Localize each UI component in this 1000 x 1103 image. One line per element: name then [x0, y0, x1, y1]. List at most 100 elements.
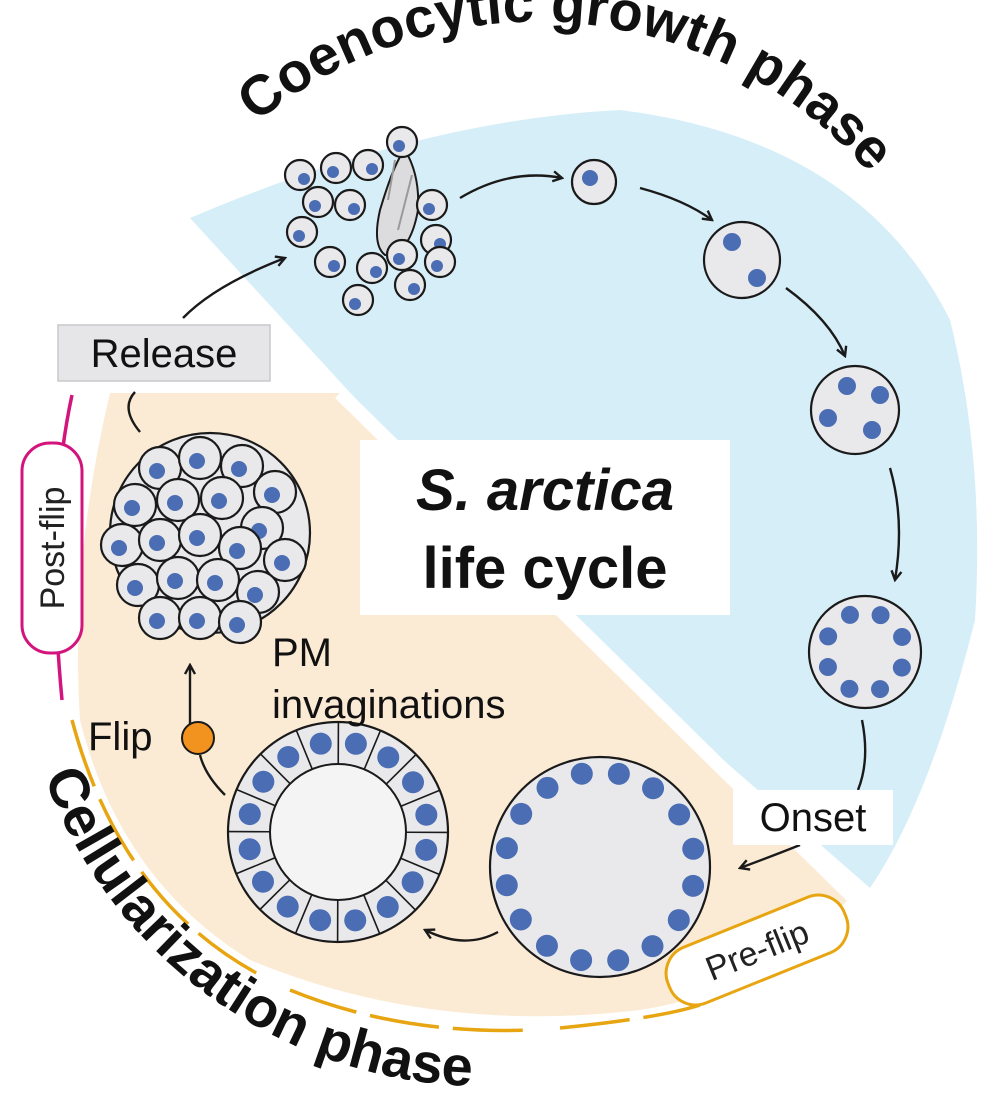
nucleus	[238, 838, 261, 861]
nucleus	[682, 837, 705, 860]
nucleus	[402, 771, 425, 794]
pm-label-line2: invaginations	[272, 683, 506, 727]
post-flip-cell	[99, 431, 312, 645]
nucleus	[892, 658, 911, 677]
pm-invagination-line	[294, 894, 313, 934]
center-title-species: S. arctica	[416, 458, 674, 523]
nucleus	[298, 173, 310, 185]
nucleus	[840, 679, 859, 698]
nucleus	[274, 555, 290, 571]
center-title-life-cycle: life cycle	[422, 536, 667, 601]
pm-invagination-line	[400, 857, 440, 876]
nucleus	[127, 580, 143, 596]
nucleus	[642, 777, 665, 800]
growth-cell-2	[702, 220, 782, 300]
nucleus	[211, 493, 227, 509]
nucleus	[189, 613, 205, 629]
growth-cell-8	[807, 594, 923, 710]
pm-invagination-line	[400, 789, 441, 807]
nucleus	[348, 203, 360, 215]
nucleus	[124, 500, 140, 516]
pm-invagination-line	[363, 730, 382, 770]
nucleus	[189, 453, 205, 469]
nucleus	[431, 260, 443, 272]
nucleus	[495, 874, 518, 897]
onset-label: Onset	[760, 796, 867, 840]
nucleus	[682, 874, 705, 897]
nucleus	[252, 770, 275, 793]
nucleus	[366, 163, 378, 175]
nucleus	[189, 530, 205, 546]
release-label: Release	[91, 332, 238, 376]
nucleus	[293, 230, 305, 242]
growth-cell-1	[570, 158, 618, 206]
pm-invagination-line	[235, 857, 276, 875]
nucleus	[570, 762, 593, 785]
flip-label: Flip	[88, 715, 152, 759]
nucleus	[840, 605, 859, 624]
nucleus	[328, 260, 340, 272]
pm-invagination-line	[236, 788, 276, 807]
released-cells-cluster	[283, 125, 457, 317]
pm-invagination-line	[295, 729, 313, 770]
nucleus	[231, 461, 247, 477]
nucleus	[309, 200, 321, 212]
pm-invagination-line	[259, 879, 291, 911]
nucleus	[149, 463, 165, 479]
nucleus	[509, 908, 532, 931]
onset-label-box	[733, 790, 893, 845]
pm-invagination-cell	[226, 720, 450, 944]
nucleus	[415, 803, 438, 826]
nucleus	[668, 803, 691, 826]
nucleus	[871, 606, 890, 625]
nucleus	[167, 495, 183, 511]
nucleus	[819, 627, 838, 646]
nucleus	[393, 140, 405, 152]
svg-text:Post-flip: Post-flip	[34, 487, 72, 610]
nucleus	[344, 732, 367, 755]
nucleus	[871, 680, 890, 699]
nucleus	[495, 837, 518, 860]
nucleus	[229, 543, 245, 559]
nucleus	[376, 896, 399, 919]
cellularization-boundary-line	[70, 719, 701, 1033]
nucleus	[893, 627, 912, 646]
nucleus	[276, 895, 299, 918]
pm-invagination-line	[363, 894, 381, 935]
nucleus	[149, 613, 165, 629]
nucleus	[111, 540, 127, 556]
nucleus	[818, 658, 837, 677]
nucleus	[510, 802, 533, 825]
growth-cell-4	[809, 364, 901, 456]
nucleus	[277, 745, 300, 768]
nucleus	[536, 776, 559, 799]
pm-invagination-line	[259, 753, 291, 785]
nucleus	[641, 935, 664, 958]
nucleus	[309, 909, 332, 932]
nucleus	[415, 838, 438, 861]
nucleus	[229, 617, 245, 633]
nucleus	[401, 871, 424, 894]
nucleus	[344, 909, 367, 932]
nucleus	[207, 575, 223, 591]
nucleus	[149, 535, 165, 551]
onset-cell	[488, 755, 712, 979]
nucleus	[423, 203, 435, 215]
nucleus	[167, 573, 183, 589]
center-title-box	[360, 440, 730, 615]
nucleus	[667, 909, 690, 932]
pm-invagination-line	[385, 753, 417, 785]
release-label-box	[57, 324, 271, 382]
nucleus	[377, 746, 400, 769]
pm-label-line1: PM	[272, 631, 332, 675]
nucleus	[370, 266, 382, 278]
nucleus	[238, 803, 261, 826]
nucleus	[570, 949, 593, 972]
nucleus	[349, 298, 361, 310]
nucleus	[393, 253, 405, 265]
post-flip-tag: Post-flip	[20, 441, 84, 655]
nucleus	[607, 949, 630, 972]
nucleus	[251, 870, 274, 893]
cycle-arrows	[127, 176, 899, 942]
